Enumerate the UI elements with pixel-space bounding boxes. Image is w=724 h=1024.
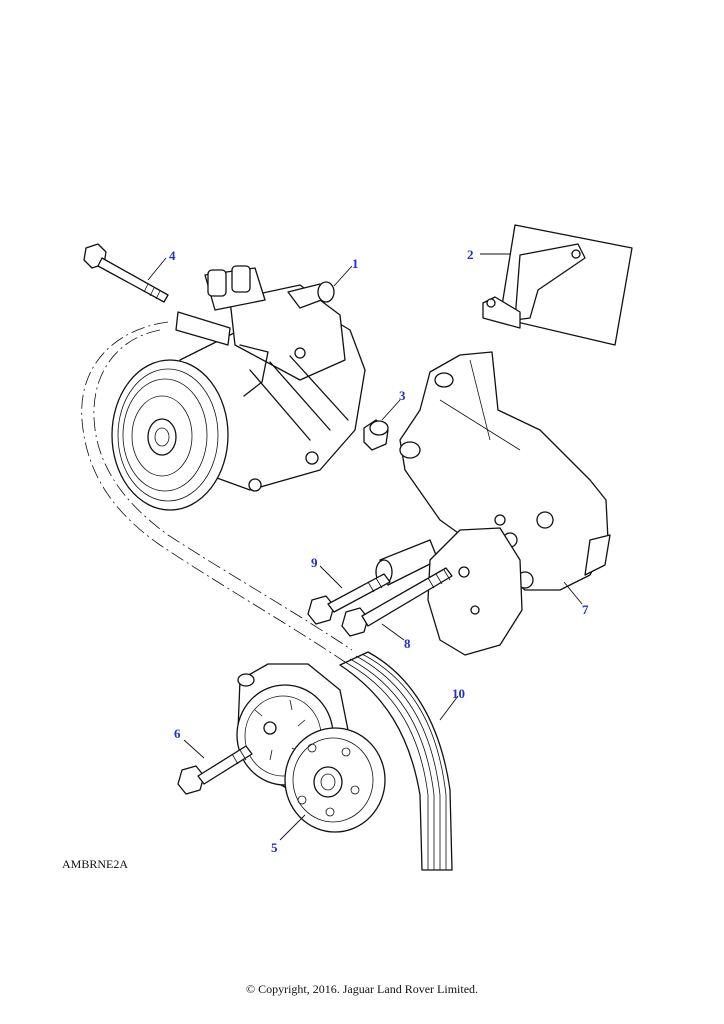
callout-1: 1 [352, 256, 359, 271]
callout-10: 10 [452, 686, 465, 701]
heat-shield-bracket[interactable] [482, 224, 633, 346]
callout-8: 8 [404, 636, 411, 651]
short-bolt[interactable] [307, 573, 391, 625]
tensioner-bolt[interactable] [177, 745, 253, 795]
copyright-notice: © Copyright, 2016. Jaguar Land Rover Lim… [245, 982, 479, 996]
leader-lines [147, 253, 583, 841]
drive-belt[interactable] [339, 651, 453, 871]
callout-2: 2 [467, 247, 474, 262]
belt-tensioner[interactable] [236, 663, 386, 833]
long-bolt[interactable] [341, 567, 453, 637]
compressor-bolt[interactable] [83, 243, 169, 303]
callout-5: 5 [271, 840, 278, 855]
callout-4: 4 [169, 248, 176, 263]
ac-compressor[interactable] [111, 265, 366, 511]
belt-routing-path [81, 321, 353, 663]
callout-6: 6 [174, 726, 181, 741]
callout-7: 7 [582, 602, 589, 617]
callout-3: 3 [399, 388, 406, 403]
callout-9: 9 [311, 555, 318, 570]
spacer-sleeve[interactable] [363, 419, 389, 451]
idler-bracket[interactable] [427, 527, 523, 656]
mounting-bracket[interactable] [375, 351, 611, 591]
diagram-reference-code: AMBRNE2A [62, 857, 129, 871]
